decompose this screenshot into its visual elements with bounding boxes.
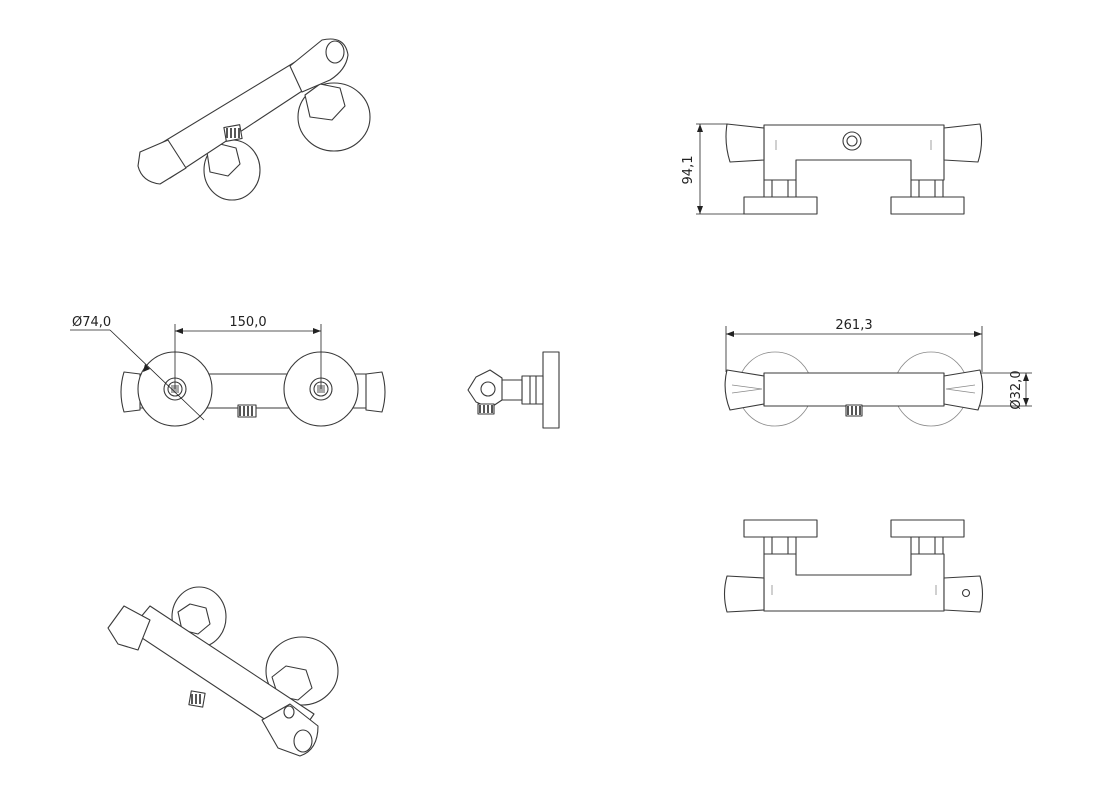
body-diameter-label: Ø32,0: [1009, 370, 1024, 409]
center-distance-label: 150,0: [229, 315, 266, 330]
isometric-view-bottom: [107, 586, 339, 757]
length-view: [724, 326, 1032, 427]
side-view: [467, 351, 560, 429]
front-view: [70, 324, 386, 427]
isometric-view-top: [137, 38, 371, 201]
overall-length-label: 261,3: [835, 318, 872, 333]
height-dimension-label: 94,1: [681, 156, 696, 185]
flange-diameter-label: Ø74,0: [72, 315, 111, 330]
plan-view: [723, 519, 984, 613]
elevation-view-top: [696, 123, 983, 215]
